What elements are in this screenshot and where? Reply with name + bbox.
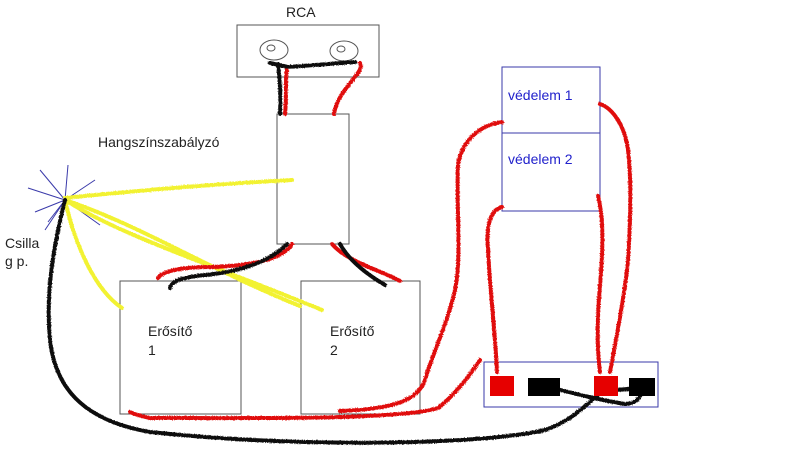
terminal-block	[483, 361, 659, 408]
amplifier-2-number: 2	[330, 342, 338, 358]
red-wires	[128, 61, 633, 421]
rca-box	[236, 24, 380, 78]
amplifier-1-box	[119, 280, 242, 415]
ground-star-icon	[27, 164, 101, 231]
rca-label: RCA	[286, 4, 316, 20]
amplifier-2-label: Erősítő	[330, 323, 375, 339]
amplifier-1-label: Erősítő	[148, 323, 193, 339]
rca-jack-icon	[259, 39, 289, 61]
terminal-icon	[594, 376, 618, 396]
terminal-icon	[629, 378, 655, 396]
terminal-icon	[490, 376, 514, 396]
amplifier-1-number: 1	[148, 342, 156, 358]
terminal-icon	[528, 378, 560, 396]
rca-jack-icon	[329, 40, 359, 62]
protection-2-label: védelem 2	[508, 151, 573, 167]
protection-1-label: védelem 1	[508, 87, 573, 103]
csilla-label-line1: Csilla	[5, 235, 40, 251]
tone-control-label: Hangszínszabályzó	[98, 134, 220, 150]
protection-box	[501, 66, 601, 212]
yellow-wires	[63, 178, 324, 312]
amplifier-2-box	[300, 280, 421, 415]
csilla-label-line2: g p.	[5, 253, 29, 269]
